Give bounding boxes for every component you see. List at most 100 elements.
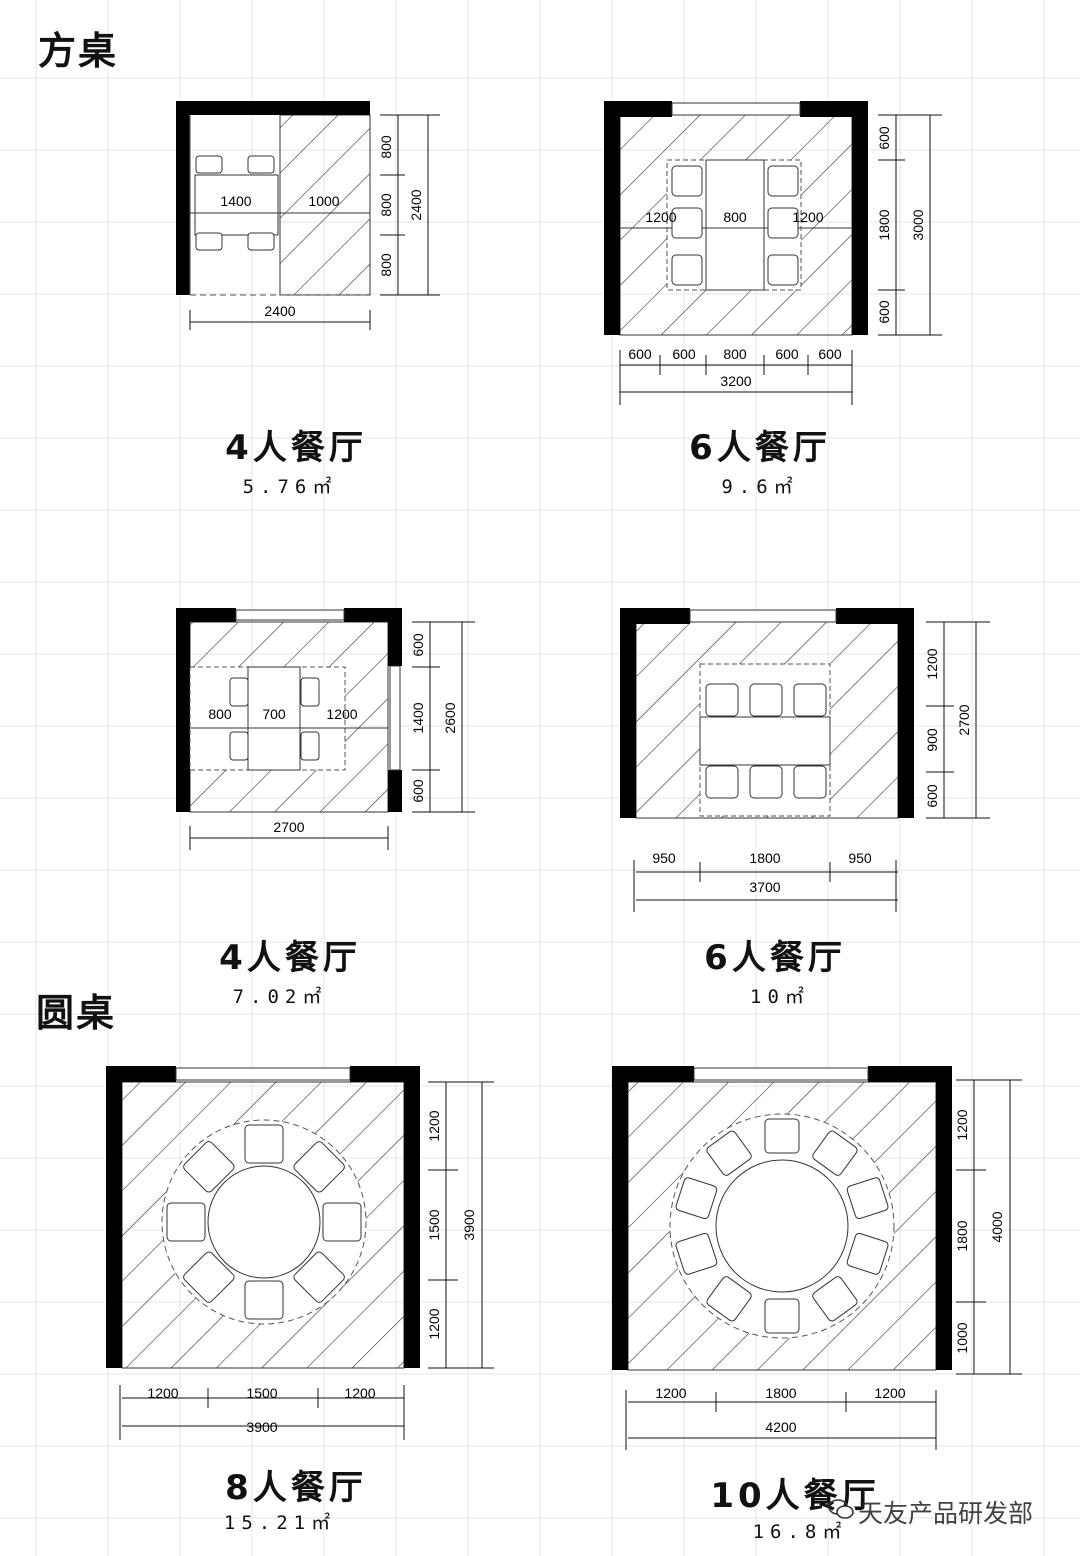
dim-label: 800: [208, 706, 232, 722]
dim-label: 1200: [326, 706, 357, 722]
chair-icon: [244, 1124, 284, 1164]
dim-label: 700: [262, 706, 286, 722]
dim-label: 1800: [954, 1220, 970, 1251]
room-title: 4人餐厅: [219, 938, 361, 978]
dim-label: 800: [723, 346, 747, 362]
chair-icon: [706, 1130, 752, 1176]
dim-label: 1200: [426, 1308, 442, 1339]
section-title-round: 圆桌: [36, 991, 117, 1035]
dim-label: 1200: [344, 1385, 375, 1401]
watermark: 天友产品研发部: [858, 1499, 1034, 1528]
round-table: [207, 1165, 321, 1279]
chair-icon: [675, 1118, 889, 1334]
dim-label: 1400: [410, 702, 426, 733]
dim-label: 2400: [264, 303, 295, 319]
dim-label: 600: [410, 633, 426, 657]
dim-label: 600: [924, 784, 940, 808]
room-area: 10㎡: [750, 986, 810, 1008]
chair-icon: [229, 677, 320, 761]
dim-label: 2700: [273, 819, 304, 835]
dim-label: 600: [876, 300, 892, 324]
plan-square-6: 1200 800 1200 600 600 800 600 600 3200 6…: [604, 101, 942, 405]
dim-label: 4200: [765, 1419, 796, 1435]
window: [671, 102, 801, 116]
chair-icon: [846, 1232, 889, 1275]
dim-label: 800: [378, 193, 394, 217]
dim-label: 1800: [765, 1385, 796, 1401]
dining-table: [194, 174, 279, 236]
chair-icon: [705, 683, 827, 799]
dining-table: [247, 666, 301, 771]
room-title: 6人餐厅: [704, 938, 846, 978]
dim-label: 600: [672, 346, 696, 362]
chair-icon: [166, 1124, 362, 1320]
dining-table: [705, 159, 765, 291]
dim-label: 4000: [989, 1211, 1005, 1242]
dim-label: 600: [410, 779, 426, 803]
room-title: 8人餐厅: [225, 1468, 367, 1508]
room-title: 6人餐厅: [689, 428, 831, 468]
dim-label: 3200: [720, 373, 751, 389]
dim-label: 1200: [426, 1110, 442, 1141]
room-area: 5.76㎡: [242, 476, 338, 498]
wall-top: [176, 101, 370, 115]
dim-label: 800: [378, 253, 394, 277]
chair-icon: [293, 1251, 345, 1303]
dim-label: 900: [924, 728, 940, 752]
dim-label: 2700: [956, 704, 972, 735]
room-area: 7.02㎡: [232, 986, 328, 1008]
dim-label: 1800: [749, 850, 780, 866]
plan-round-10: 1200 1800 1200 4200 1200 1800 1000 4000: [612, 1066, 1022, 1450]
chair-icon: [183, 1141, 235, 1193]
chair-icon: [675, 1232, 718, 1275]
wall-left: [176, 101, 190, 295]
dim-label: 2600: [442, 702, 458, 733]
chair-icon: [195, 155, 275, 251]
dim-label: 1200: [874, 1385, 905, 1401]
dim-label: 1400: [220, 193, 251, 209]
chair-icon: [166, 1202, 206, 1242]
dim-label: 2400: [408, 189, 424, 220]
dining-table: [699, 716, 831, 766]
room-title: 4人餐厅: [225, 428, 367, 468]
chair-icon: [764, 1118, 800, 1154]
room-area: 16.8㎡: [752, 1521, 848, 1543]
section-title-square: 方桌: [38, 29, 119, 73]
chair-icon: [675, 1177, 718, 1220]
dim-label: 1200: [792, 209, 823, 225]
dim-label: 1000: [954, 1322, 970, 1353]
plan-square-6b: 950 1800 950 3700 1200 900 600 2700: [620, 608, 990, 912]
round-table: [715, 1159, 849, 1293]
chair-icon: [244, 1280, 284, 1320]
dim-label: 800: [378, 135, 394, 159]
wechat-icon: [828, 1499, 854, 1519]
room-area: 9.6㎡: [721, 476, 799, 498]
dim-label: 1000: [308, 193, 339, 209]
dim-label: 3700: [749, 879, 780, 895]
chair-icon: [812, 1130, 858, 1176]
dim-label: 1500: [246, 1385, 277, 1401]
dim-label: 600: [818, 346, 842, 362]
dim-label: 600: [775, 346, 799, 362]
chair-icon: [812, 1276, 858, 1322]
dim-label: 1500: [426, 1209, 442, 1240]
chair-icon: [764, 1298, 800, 1334]
dim-label: 3000: [910, 209, 926, 240]
chair-icon: [183, 1251, 235, 1303]
dim-label: 950: [848, 850, 872, 866]
dim-label: 1200: [655, 1385, 686, 1401]
dim-label: 1800: [876, 209, 892, 240]
dim-label: 1200: [645, 209, 676, 225]
plan-round-8: 1200 1500 1200 3900 1200 1500 1200 3900: [106, 1066, 494, 1440]
dim-label: 3900: [246, 1419, 277, 1435]
room-area: 15.21㎡: [223, 1512, 337, 1534]
chair-icon: [671, 165, 799, 286]
plan-square-4: 1400 1000 2400 800 800 800 2400: [176, 101, 440, 330]
chair-icon: [322, 1202, 362, 1242]
plan-square-4b: 800 700 1200 2700 600 1400 600 2600: [176, 608, 475, 850]
dim-label: 950: [652, 850, 676, 866]
dim-label: 1200: [954, 1109, 970, 1140]
dim-label: 600: [628, 346, 652, 362]
chair-icon: [706, 1276, 752, 1322]
